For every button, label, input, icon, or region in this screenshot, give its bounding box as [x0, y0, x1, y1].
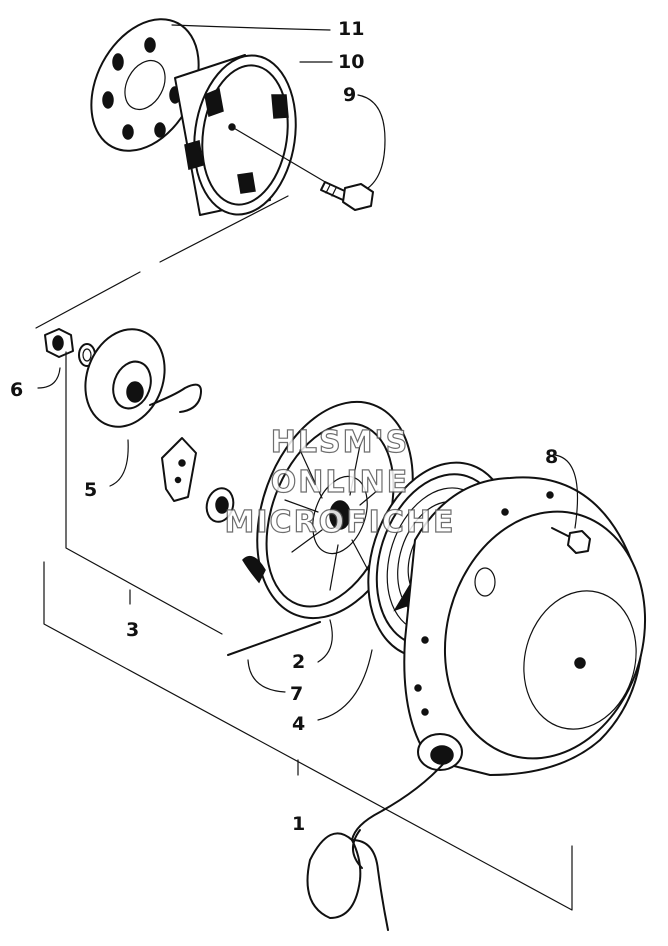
leader-11 [171, 24, 331, 31]
leader-4 [317, 649, 373, 721]
part-10-cup [174, 54, 297, 216]
leader-2 [317, 619, 333, 663]
callout-9: 9 [343, 84, 356, 106]
alignment-line-top [35, 195, 289, 329]
callout-4: 4 [292, 713, 305, 735]
part-11-plate [90, 18, 200, 152]
part-6-nut [44, 328, 96, 367]
callout-2: 2 [292, 651, 305, 673]
pawl [161, 437, 197, 502]
bracket-3 [65, 351, 223, 635]
leader-9 [357, 94, 386, 189]
bushing [205, 487, 235, 523]
leader-7 [247, 659, 286, 693]
svg-text:HLSM'S: HLSM'S [271, 425, 409, 460]
callout-5: 5 [84, 479, 97, 501]
callout-3: 3 [126, 619, 139, 641]
leader-5 [109, 439, 129, 487]
callout-8: 8 [545, 446, 558, 468]
part-8-screw [551, 527, 591, 554]
callout-11: 11 [338, 18, 364, 40]
part-5-pulley [84, 328, 202, 428]
watermark: HLSM'S ONLINE MICROFICHE [224, 424, 456, 540]
callout-6: 6 [10, 379, 23, 401]
pull-rope-handle [306, 761, 446, 931]
callout-10: 10 [338, 51, 364, 73]
rope-end [227, 621, 321, 656]
callout-7: 7 [290, 683, 303, 705]
leader-8 [554, 454, 579, 529]
part-9-bolt [231, 126, 374, 211]
leader-6 [37, 367, 61, 389]
bracket-1 [43, 561, 573, 911]
svg-text:ONLINE: ONLINE [271, 465, 410, 500]
callout-1: 1 [292, 813, 305, 835]
svg-text:MICROFICHE: MICROFICHE [225, 505, 456, 540]
